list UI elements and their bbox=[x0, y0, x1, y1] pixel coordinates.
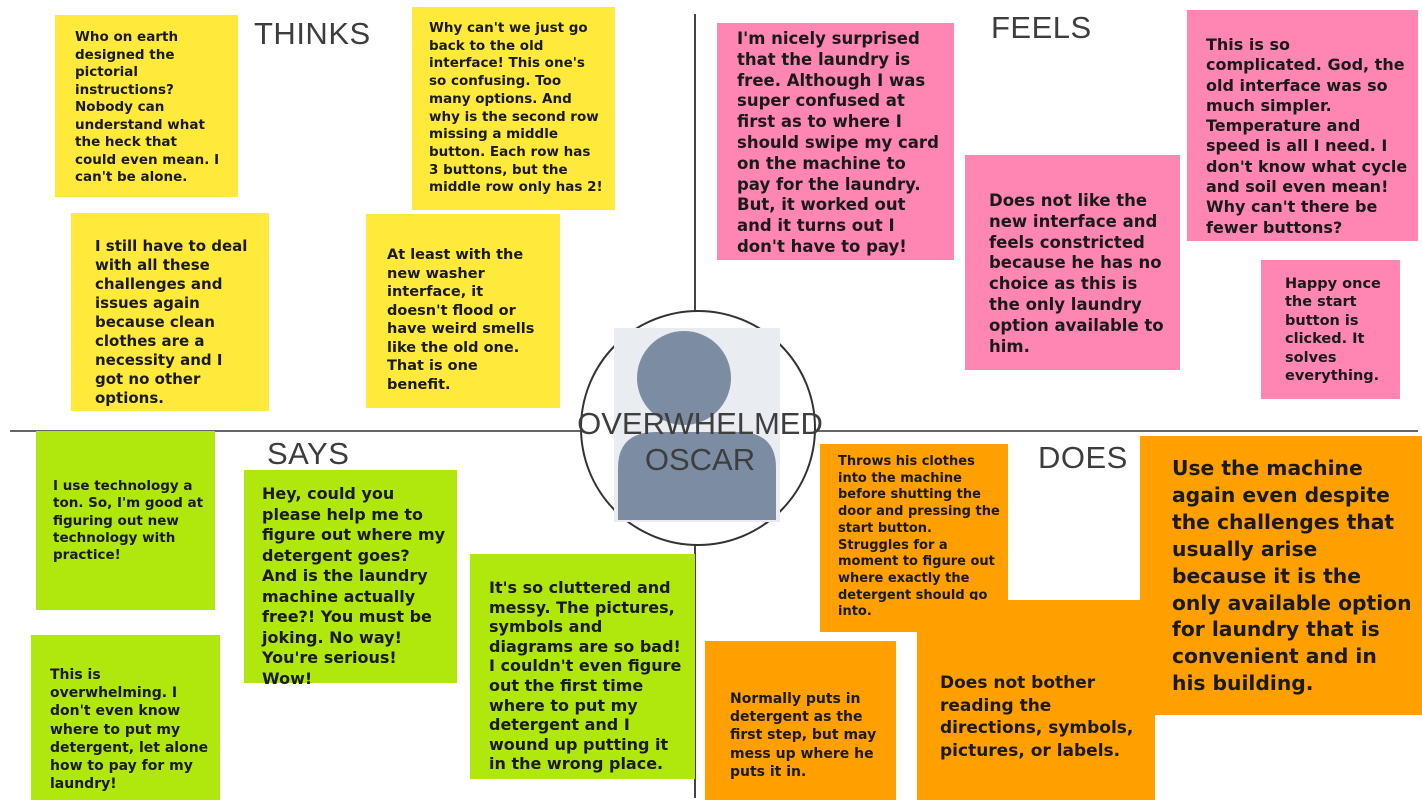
feels-note-3: Does not like the new interface and feel… bbox=[965, 155, 1180, 370]
says-note-1: I use technology a ton. So, I'm good at … bbox=[36, 431, 215, 610]
does-note-1: Throws his clothes into the machine befo… bbox=[820, 444, 1008, 632]
does-note-3: Normally puts in detergent as the first … bbox=[705, 641, 896, 800]
thinks-note-4: At least with the new washer interface, … bbox=[366, 214, 560, 408]
thinks-note-1: Who on earth designed the pictorial inst… bbox=[55, 15, 238, 197]
says-note-3: It's so cluttered and messy. The picture… bbox=[470, 554, 695, 779]
persona-name-line1: OVERWHELMED bbox=[577, 406, 823, 441]
does-label: DOES bbox=[1038, 440, 1128, 475]
thinks-note-3: I still have to deal with all these chal… bbox=[71, 213, 269, 411]
feels-label: FEELS bbox=[991, 10, 1092, 45]
says-note-4: This is overwhelming. I don't even know … bbox=[31, 635, 220, 800]
feels-note-4: Happy once the start button is clicked. … bbox=[1261, 260, 1400, 399]
feels-note-1: I'm nicely surprised that the laundry is… bbox=[717, 23, 954, 260]
thinks-note-2: Why can't we just go back to the old int… bbox=[412, 7, 615, 210]
does-note-2: Use the machine again even despite the c… bbox=[1140, 436, 1422, 715]
does-note-4: Does not bother reading the directions, … bbox=[917, 600, 1155, 800]
feels-note-2: This is so complicated. God, the old int… bbox=[1187, 10, 1418, 241]
persona-name-line2: OSCAR bbox=[644, 442, 756, 477]
user-silhouette-icon bbox=[614, 328, 780, 522]
says-note-2: Hey, could you please help me to figure … bbox=[244, 470, 457, 688]
says-label: SAYS bbox=[267, 436, 350, 471]
thinks-label: THINKS bbox=[254, 16, 371, 51]
persona-name: OVERWHELMED OSCAR bbox=[560, 406, 840, 478]
